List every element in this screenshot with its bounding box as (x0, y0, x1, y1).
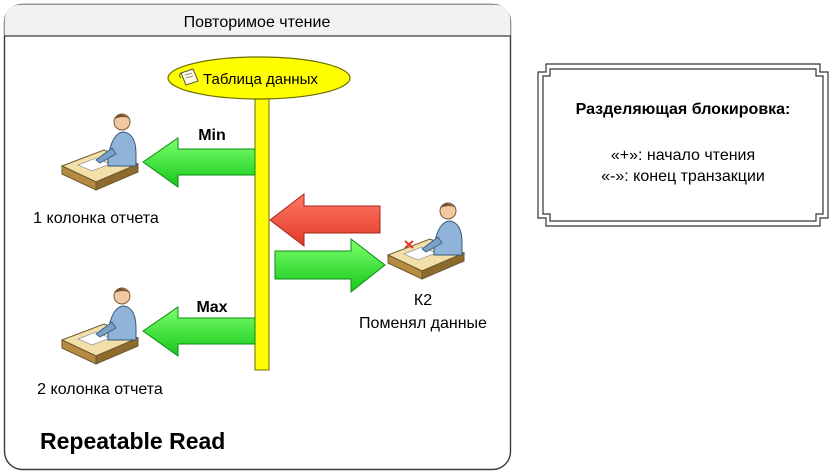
isolation-level-label: Repeatable Read (40, 428, 225, 454)
panel-title: Повторимое чтение (184, 14, 331, 31)
writer-read-arrow (274, 237, 386, 294)
min-read-arrow (142, 137, 256, 188)
database-ellipse (167, 56, 351, 100)
legend-line-2: «-»: конец транзакции (601, 168, 765, 185)
database-label: Таблица данных (203, 71, 318, 88)
writer-action-label: Поменял данные (359, 315, 487, 332)
max-arrow-label: Max (196, 299, 227, 316)
legend-box (537, 63, 829, 227)
reader-2-label: 2 колонка отчета (37, 381, 163, 398)
max-read-arrow (142, 306, 256, 357)
write-arrow (269, 192, 381, 248)
legend-title: Разделяющая блокировка: (576, 101, 791, 118)
min-arrow-label: Min (198, 127, 226, 144)
timeline-bar (254, 97, 270, 371)
scroll-icon (179, 68, 199, 86)
panel-header-bg (4, 4, 511, 36)
writer-id-label: К2 (414, 292, 432, 309)
writer-mark-icon (404, 240, 414, 249)
reader-1-label: 1 колонка отчета (33, 210, 159, 227)
legend-line-1: «+»: начало чтения (611, 147, 755, 164)
